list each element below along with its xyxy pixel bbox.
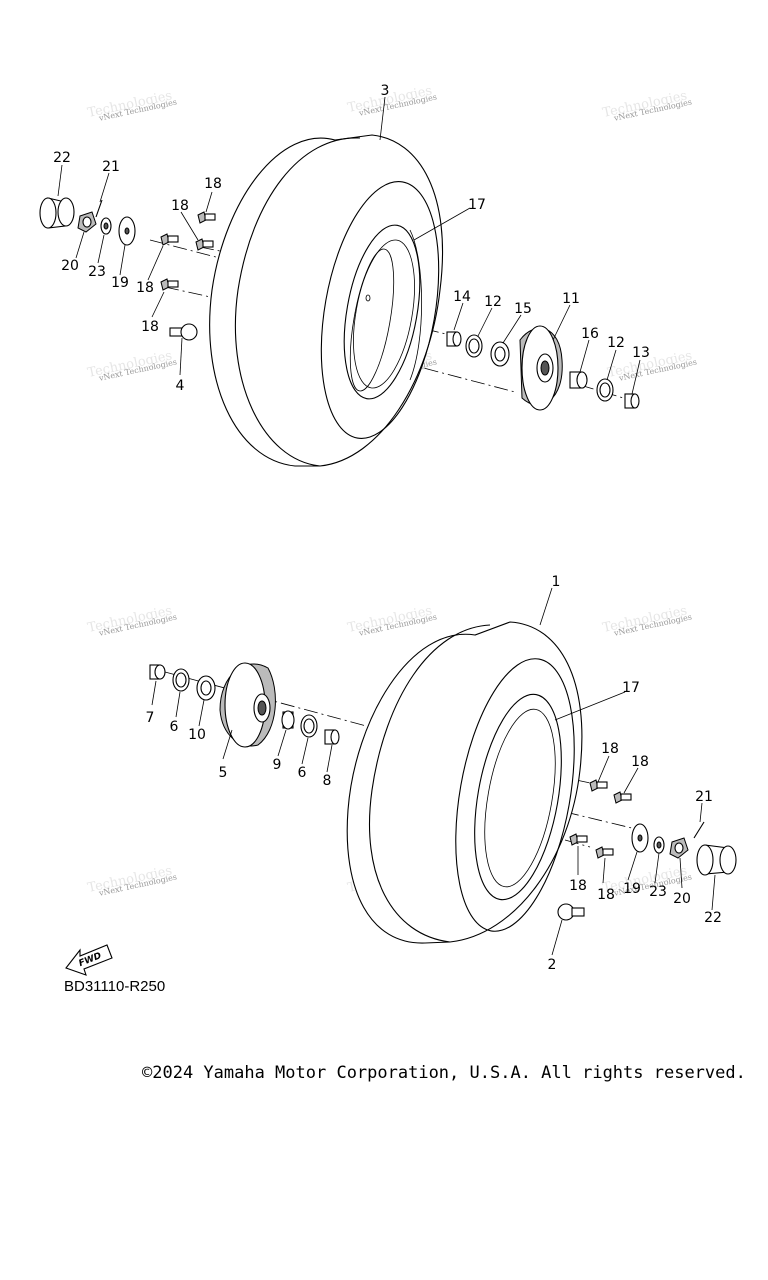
bolt-18-bottom — [613, 791, 632, 804]
bolt-18-bottom — [569, 833, 588, 846]
bolt-18-top — [195, 238, 214, 251]
seal-15 — [490, 341, 510, 367]
callout-21: 21 — [102, 159, 120, 175]
callout-22: 22 — [53, 150, 71, 166]
callout-11: 11 — [562, 291, 580, 307]
valve-stem-4 — [169, 323, 198, 341]
seal-12-top-a — [465, 334, 483, 358]
callout-18: 18 — [597, 887, 615, 903]
diagram-code: BD31110-R250 — [64, 978, 166, 995]
callout-18: 18 — [631, 754, 649, 770]
axis-line — [199, 246, 226, 253]
callout-13: 13 — [632, 345, 650, 361]
collar-9 — [281, 710, 295, 730]
watermark: Technologies vNext Technologies — [601, 603, 692, 638]
callout-18: 18 — [204, 176, 222, 192]
callout-12: 12 — [607, 335, 625, 351]
hub-5 — [219, 662, 276, 748]
bearing-7 — [149, 664, 166, 680]
cotter-pin-21-top — [95, 199, 103, 218]
callout-22: 22 — [704, 910, 722, 926]
cotter-pin-21-bottom — [693, 821, 705, 839]
watermark: Technologies vNext Technologies — [86, 603, 177, 638]
watermark: Technologies vNext Technologies — [86, 863, 177, 898]
tire-top — [209, 134, 444, 467]
callout-10: 10 — [188, 727, 206, 743]
seal-10 — [196, 675, 216, 701]
callout-7: 7 — [146, 710, 155, 726]
washer-23-bottom — [653, 836, 665, 854]
fwd-arrow-icon: FWD — [65, 944, 113, 976]
plate-washer-19-top — [118, 216, 136, 246]
callout-20: 20 — [673, 891, 691, 907]
watermark: Technologies vNext Technologies — [606, 348, 697, 383]
hub-cap-22-top — [39, 197, 75, 229]
callout-6: 6 — [170, 719, 179, 735]
axis-line — [164, 286, 216, 299]
seal-6-bottom-a — [172, 668, 190, 692]
bolt-18-top — [197, 211, 216, 224]
callout-1: 1 — [552, 574, 561, 590]
valve-stem-2 — [557, 903, 585, 921]
top-wheel-assembly: 3 22 21 20 23 19 18 18 18 18 4 17 14 12 … — [39, 83, 650, 467]
callout-4: 4 — [176, 378, 185, 394]
bolt-18-bottom — [589, 779, 608, 792]
watermark: Technologies vNext Technologies — [346, 83, 437, 118]
washer-23-top — [100, 217, 112, 235]
bottom-wheel-assembly: FWD 1 17 7 6 10 — [65, 574, 737, 976]
callout-21: 21 — [695, 789, 713, 805]
callout-16: 16 — [581, 326, 599, 342]
callout-3: 3 — [381, 83, 390, 99]
callout-14: 14 — [453, 289, 471, 305]
axis-line — [564, 839, 591, 848]
bearing-14-top — [446, 331, 462, 347]
callout-15: 15 — [514, 301, 532, 317]
leader-lines-bottom — [151, 587, 716, 956]
wheel-rim-top — [409, 229, 422, 381]
watermark: Technologies vNext Technologies — [346, 603, 437, 638]
plate-washer-19-bottom — [631, 823, 649, 853]
callout-8: 8 — [323, 773, 332, 789]
callout-17: 17 — [622, 680, 640, 696]
bolt-18-bottom — [595, 846, 614, 859]
collar-16 — [569, 371, 588, 389]
bolt-18-top — [160, 233, 179, 246]
bearing-8 — [324, 729, 340, 745]
tire-bottom — [346, 621, 583, 944]
watermark: Technologies vNext Technologies — [601, 88, 692, 123]
callout-2: 2 — [548, 957, 557, 973]
callout-23: 23 — [88, 264, 106, 280]
callout-23: 23 — [649, 884, 667, 900]
leader-lines-top — [57, 96, 641, 395]
callout-18: 18 — [136, 280, 154, 296]
callout-5: 5 — [219, 765, 228, 781]
seal-12-top-b — [596, 378, 614, 402]
axis-line — [164, 671, 401, 736]
callout-20: 20 — [61, 258, 79, 274]
castle-nut-20-bottom — [669, 837, 689, 859]
callout-18: 18 — [141, 319, 159, 335]
castle-nut-20-top — [77, 211, 97, 233]
callout-12: 12 — [484, 294, 502, 310]
copyright-notice: ©2024 Yamaha Motor Corporation, U.S.A. A… — [142, 1063, 746, 1083]
watermark: Technologies vNext Technologies — [86, 348, 177, 383]
bolt-18-top — [160, 278, 179, 291]
hub-cap-22-bottom — [696, 844, 737, 876]
bearing-13 — [624, 393, 640, 409]
callout-18: 18 — [601, 741, 619, 757]
callout-17: 17 — [468, 197, 486, 213]
callout-19: 19 — [623, 881, 641, 897]
hub-11 — [519, 325, 563, 411]
callout-19: 19 — [111, 275, 129, 291]
callout-6: 6 — [298, 765, 307, 781]
watermark: Technologies vNext Technologies — [86, 88, 177, 123]
callout-9: 9 — [273, 757, 282, 773]
seal-6-bottom-b — [300, 714, 318, 738]
callout-18: 18 — [171, 198, 189, 214]
callout-18: 18 — [569, 878, 587, 894]
